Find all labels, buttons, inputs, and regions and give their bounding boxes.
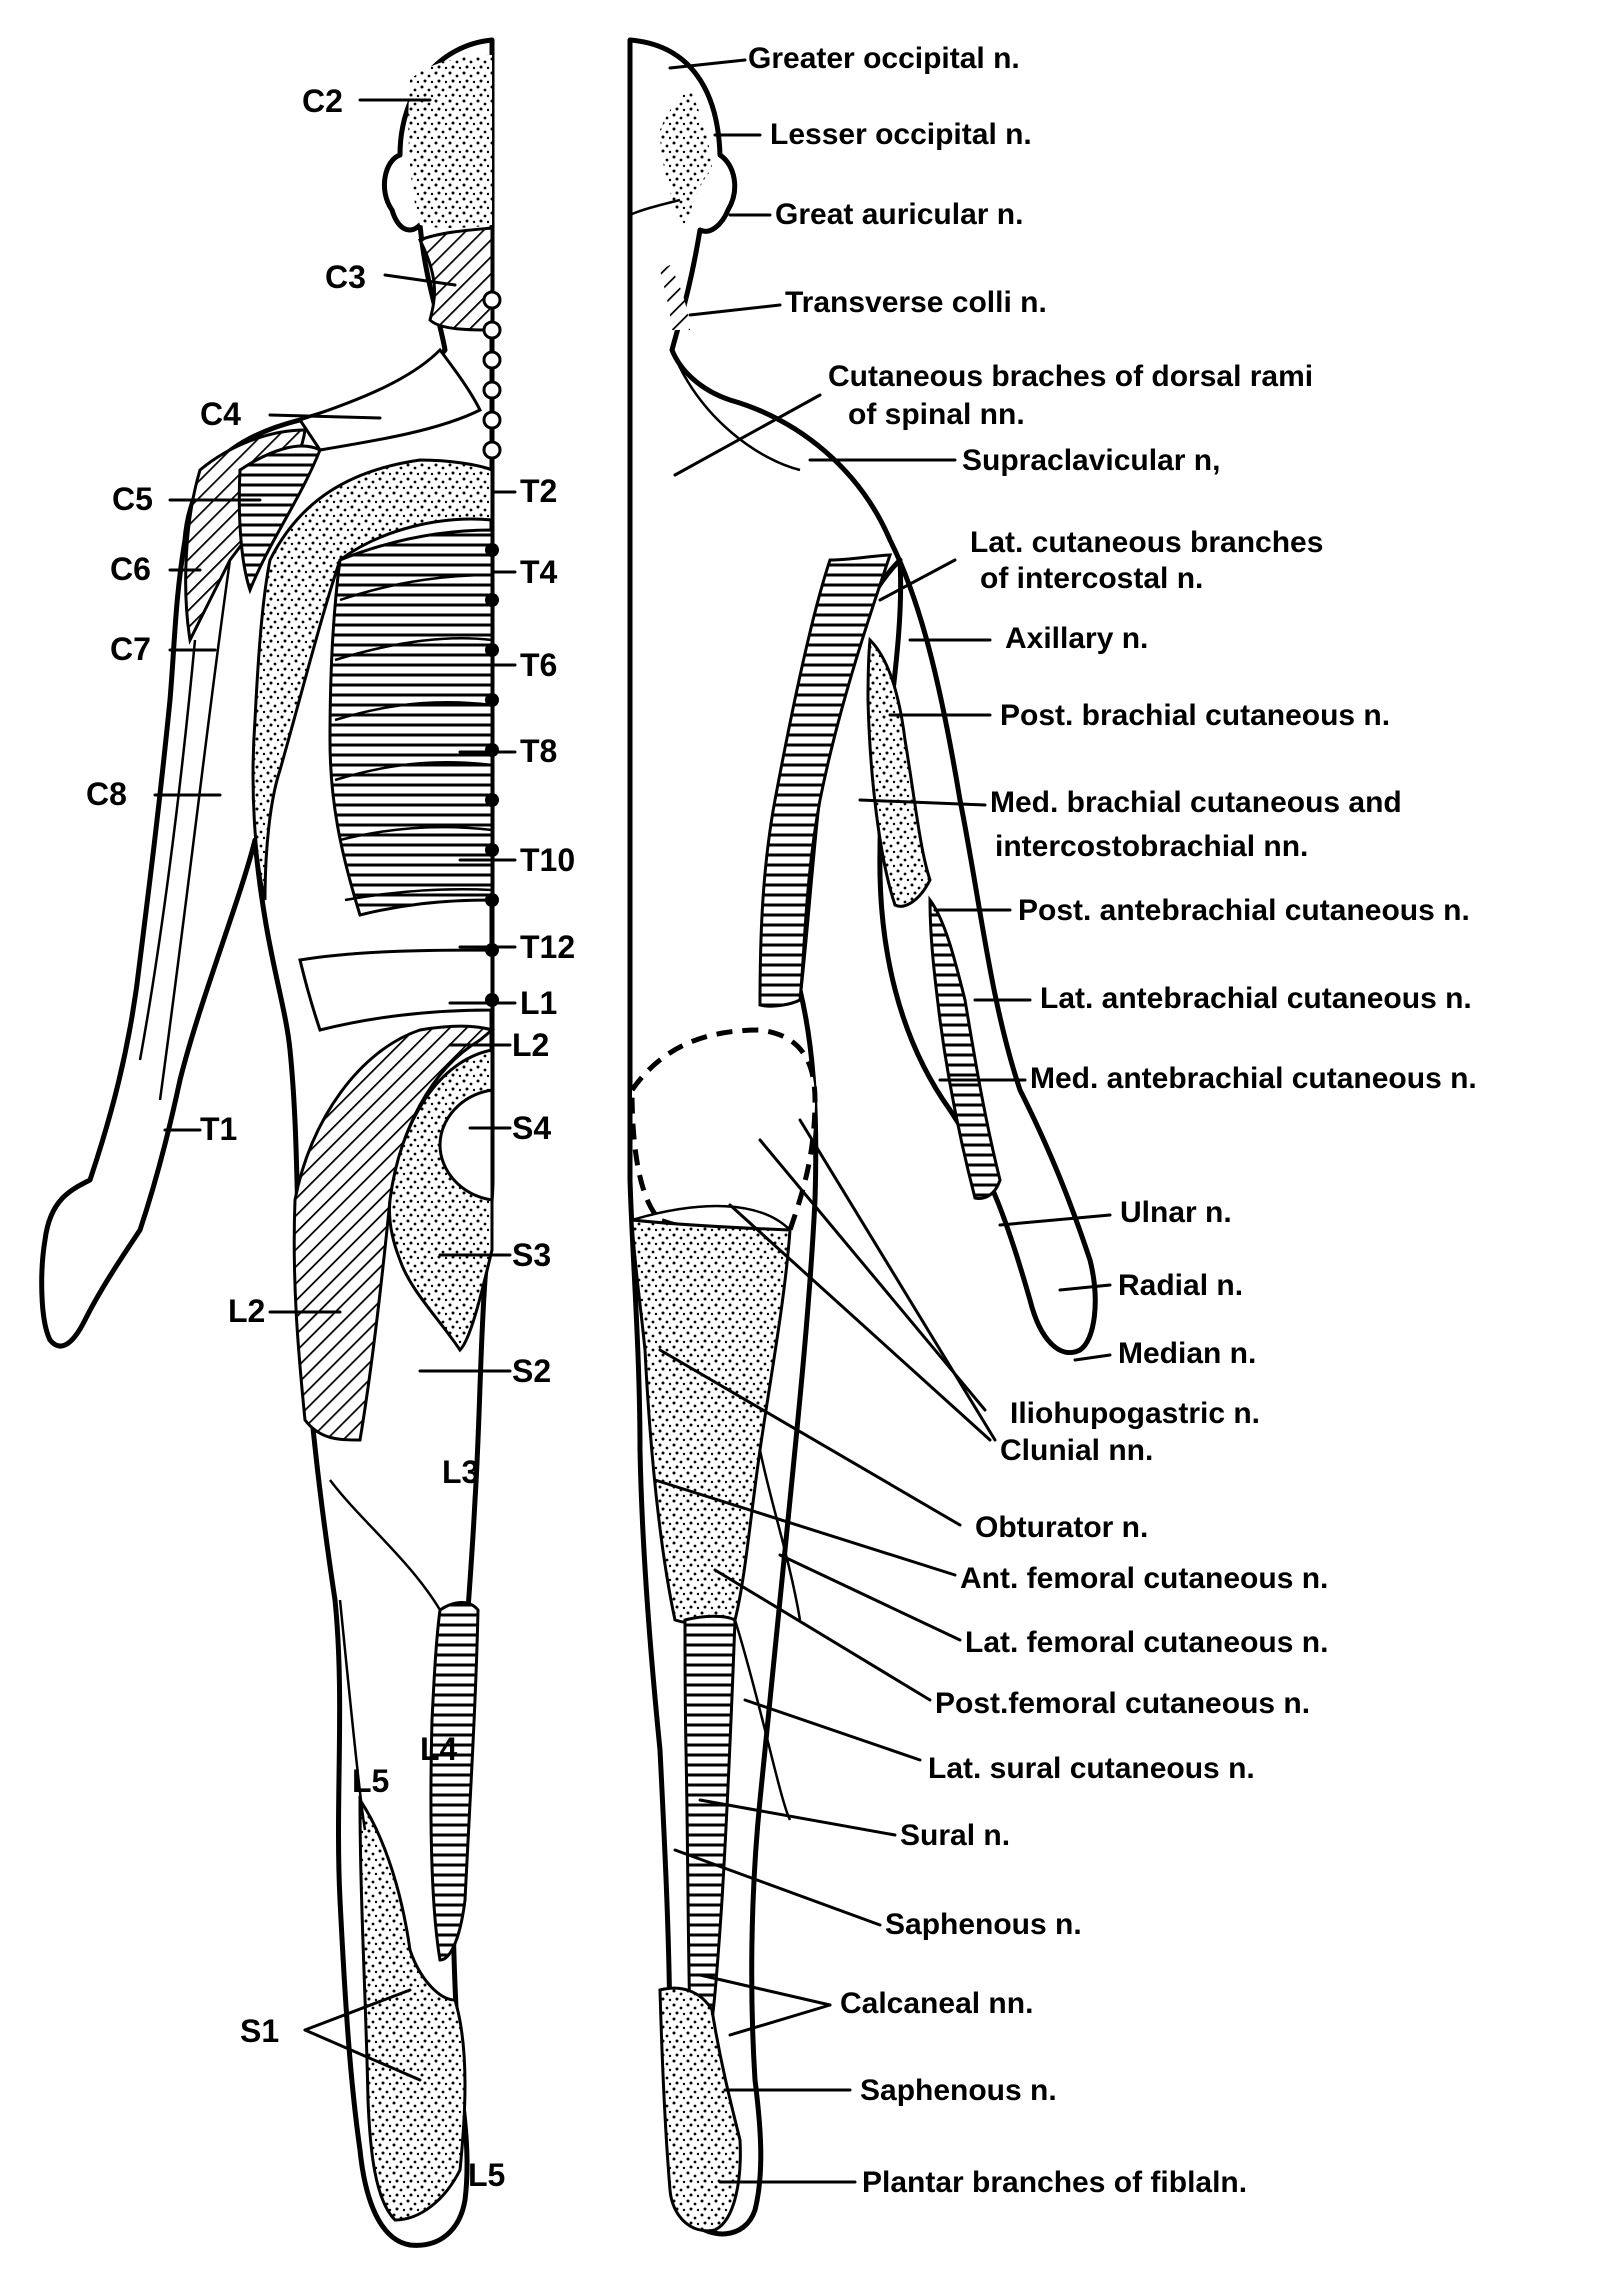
label-c6: C6 — [110, 551, 151, 587]
label-l5-leg: L5 — [352, 1763, 389, 1799]
label-supraclavicular: Supraclavicular n, — [962, 444, 1220, 477]
label-c4: C4 — [200, 396, 241, 432]
label-clunial: Clunial nn. — [1000, 1434, 1153, 1467]
label-s2: S2 — [512, 1353, 551, 1389]
label-t2: T2 — [520, 473, 557, 509]
label-calcaneal: Calcaneal nn. — [840, 1987, 1033, 2020]
c5-lines-zone — [237, 444, 322, 595]
label-s1: S1 — [240, 2013, 279, 2049]
label-post-antebrachial: Post. antebrachial cutaneous n. — [1018, 894, 1470, 927]
label-saphenous-upper: Saphenous n. — [885, 1908, 1082, 1941]
label-median: Median n. — [1118, 1337, 1256, 1370]
label-s3: S3 — [512, 1237, 551, 1273]
l4-zone — [429, 1601, 480, 1962]
right-leader-lines — [653, 58, 1112, 2184]
s4-zone — [438, 1088, 494, 1202]
label-transverse-colli: Transverse colli n. — [785, 286, 1047, 319]
transverse-colli-zone — [660, 265, 690, 330]
gluteal-zone — [629, 1027, 818, 1236]
label-t1: T1 — [200, 1111, 237, 1147]
lesser-occipital-zone — [660, 90, 712, 230]
label-axillary: Axillary n. — [1005, 622, 1148, 655]
post-femoral-zone — [630, 1218, 792, 1626]
label-t10: T10 — [520, 842, 575, 878]
label-l2-lower: L2 — [228, 1293, 265, 1329]
label-l2-upper: L2 — [512, 1027, 549, 1063]
label-sural: Sural n. — [900, 1819, 1010, 1852]
label-c5: C5 — [112, 481, 153, 517]
left-figure: C2 C3 C4 C5 C6 C7 C8 T1 T2 T4 T6 T8 T10 … — [39, 37, 575, 2248]
s1-foot-zone — [358, 1795, 467, 2222]
label-lat-femoral: Lat. femoral cutaneous n. — [965, 1626, 1328, 1659]
t2-zone — [251, 458, 494, 901]
label-l1: L1 — [520, 985, 557, 1021]
label-post-brachial: Post. brachial cutaneous n. — [1000, 699, 1390, 732]
post-brachial-zone — [866, 636, 932, 908]
label-plantar-branches: Plantar branches of fiblaln. — [862, 2166, 1247, 2199]
lat-intercostal-zone — [758, 553, 893, 1008]
label-c2: C2 — [302, 83, 343, 119]
c3-zone — [417, 226, 494, 332]
label-greater-occipital: Greater occipital n. — [748, 42, 1020, 75]
label-lat-sural: Lat. sural cutaneous n. — [928, 1752, 1255, 1785]
trunk-hlines-zone — [328, 528, 494, 917]
label-l5-foot: L5 — [468, 2157, 505, 2193]
label-c7: C7 — [110, 631, 151, 667]
label-t4: T4 — [520, 554, 558, 590]
label-med-antebrachial: Med. antebrachial cutaneous n. — [1030, 1062, 1477, 1095]
label-lat-antebrachial: Lat. antebrachial cutaneous n. — [1040, 982, 1472, 1015]
label-t12: T12 — [520, 929, 575, 965]
label-obturator: Obturator n. — [975, 1511, 1148, 1544]
label-s4: S4 — [512, 1110, 551, 1146]
left-leader-lines — [153, 98, 517, 2082]
label-c3: C3 — [325, 259, 366, 295]
label-t6: T6 — [520, 647, 557, 683]
label-ulnar: Ulnar n. — [1120, 1196, 1232, 1229]
label-saphenous-lower: Saphenous n. — [860, 2074, 1057, 2107]
label-lesser-occipital: Lesser occipital n. — [770, 118, 1032, 151]
label-ant-femoral: Ant. femoral cutaneous n. — [960, 1562, 1328, 1595]
label-c8: C8 — [86, 776, 127, 812]
label-great-auricular: Great auricular n. — [775, 198, 1023, 231]
label-t8: T8 — [520, 733, 557, 769]
med-antebrachial-zone — [928, 895, 1002, 1200]
l1-zone — [298, 948, 494, 1032]
calcaneal-zone — [658, 1986, 742, 2233]
label-post-femoral: Post.femoral cutaneous n. — [935, 1687, 1310, 1720]
c4-zone — [297, 347, 483, 452]
label-l4: L4 — [420, 1731, 458, 1767]
c2-zone — [408, 55, 492, 229]
label-l3: L3 — [442, 1454, 479, 1490]
label-iliohypogastric: Iliohupogastric n. — [1010, 1397, 1260, 1430]
label-radial: Radial n. — [1118, 1269, 1243, 1302]
right-figure: Greater occipital n. Lesser occipital n.… — [627, 37, 1477, 2237]
